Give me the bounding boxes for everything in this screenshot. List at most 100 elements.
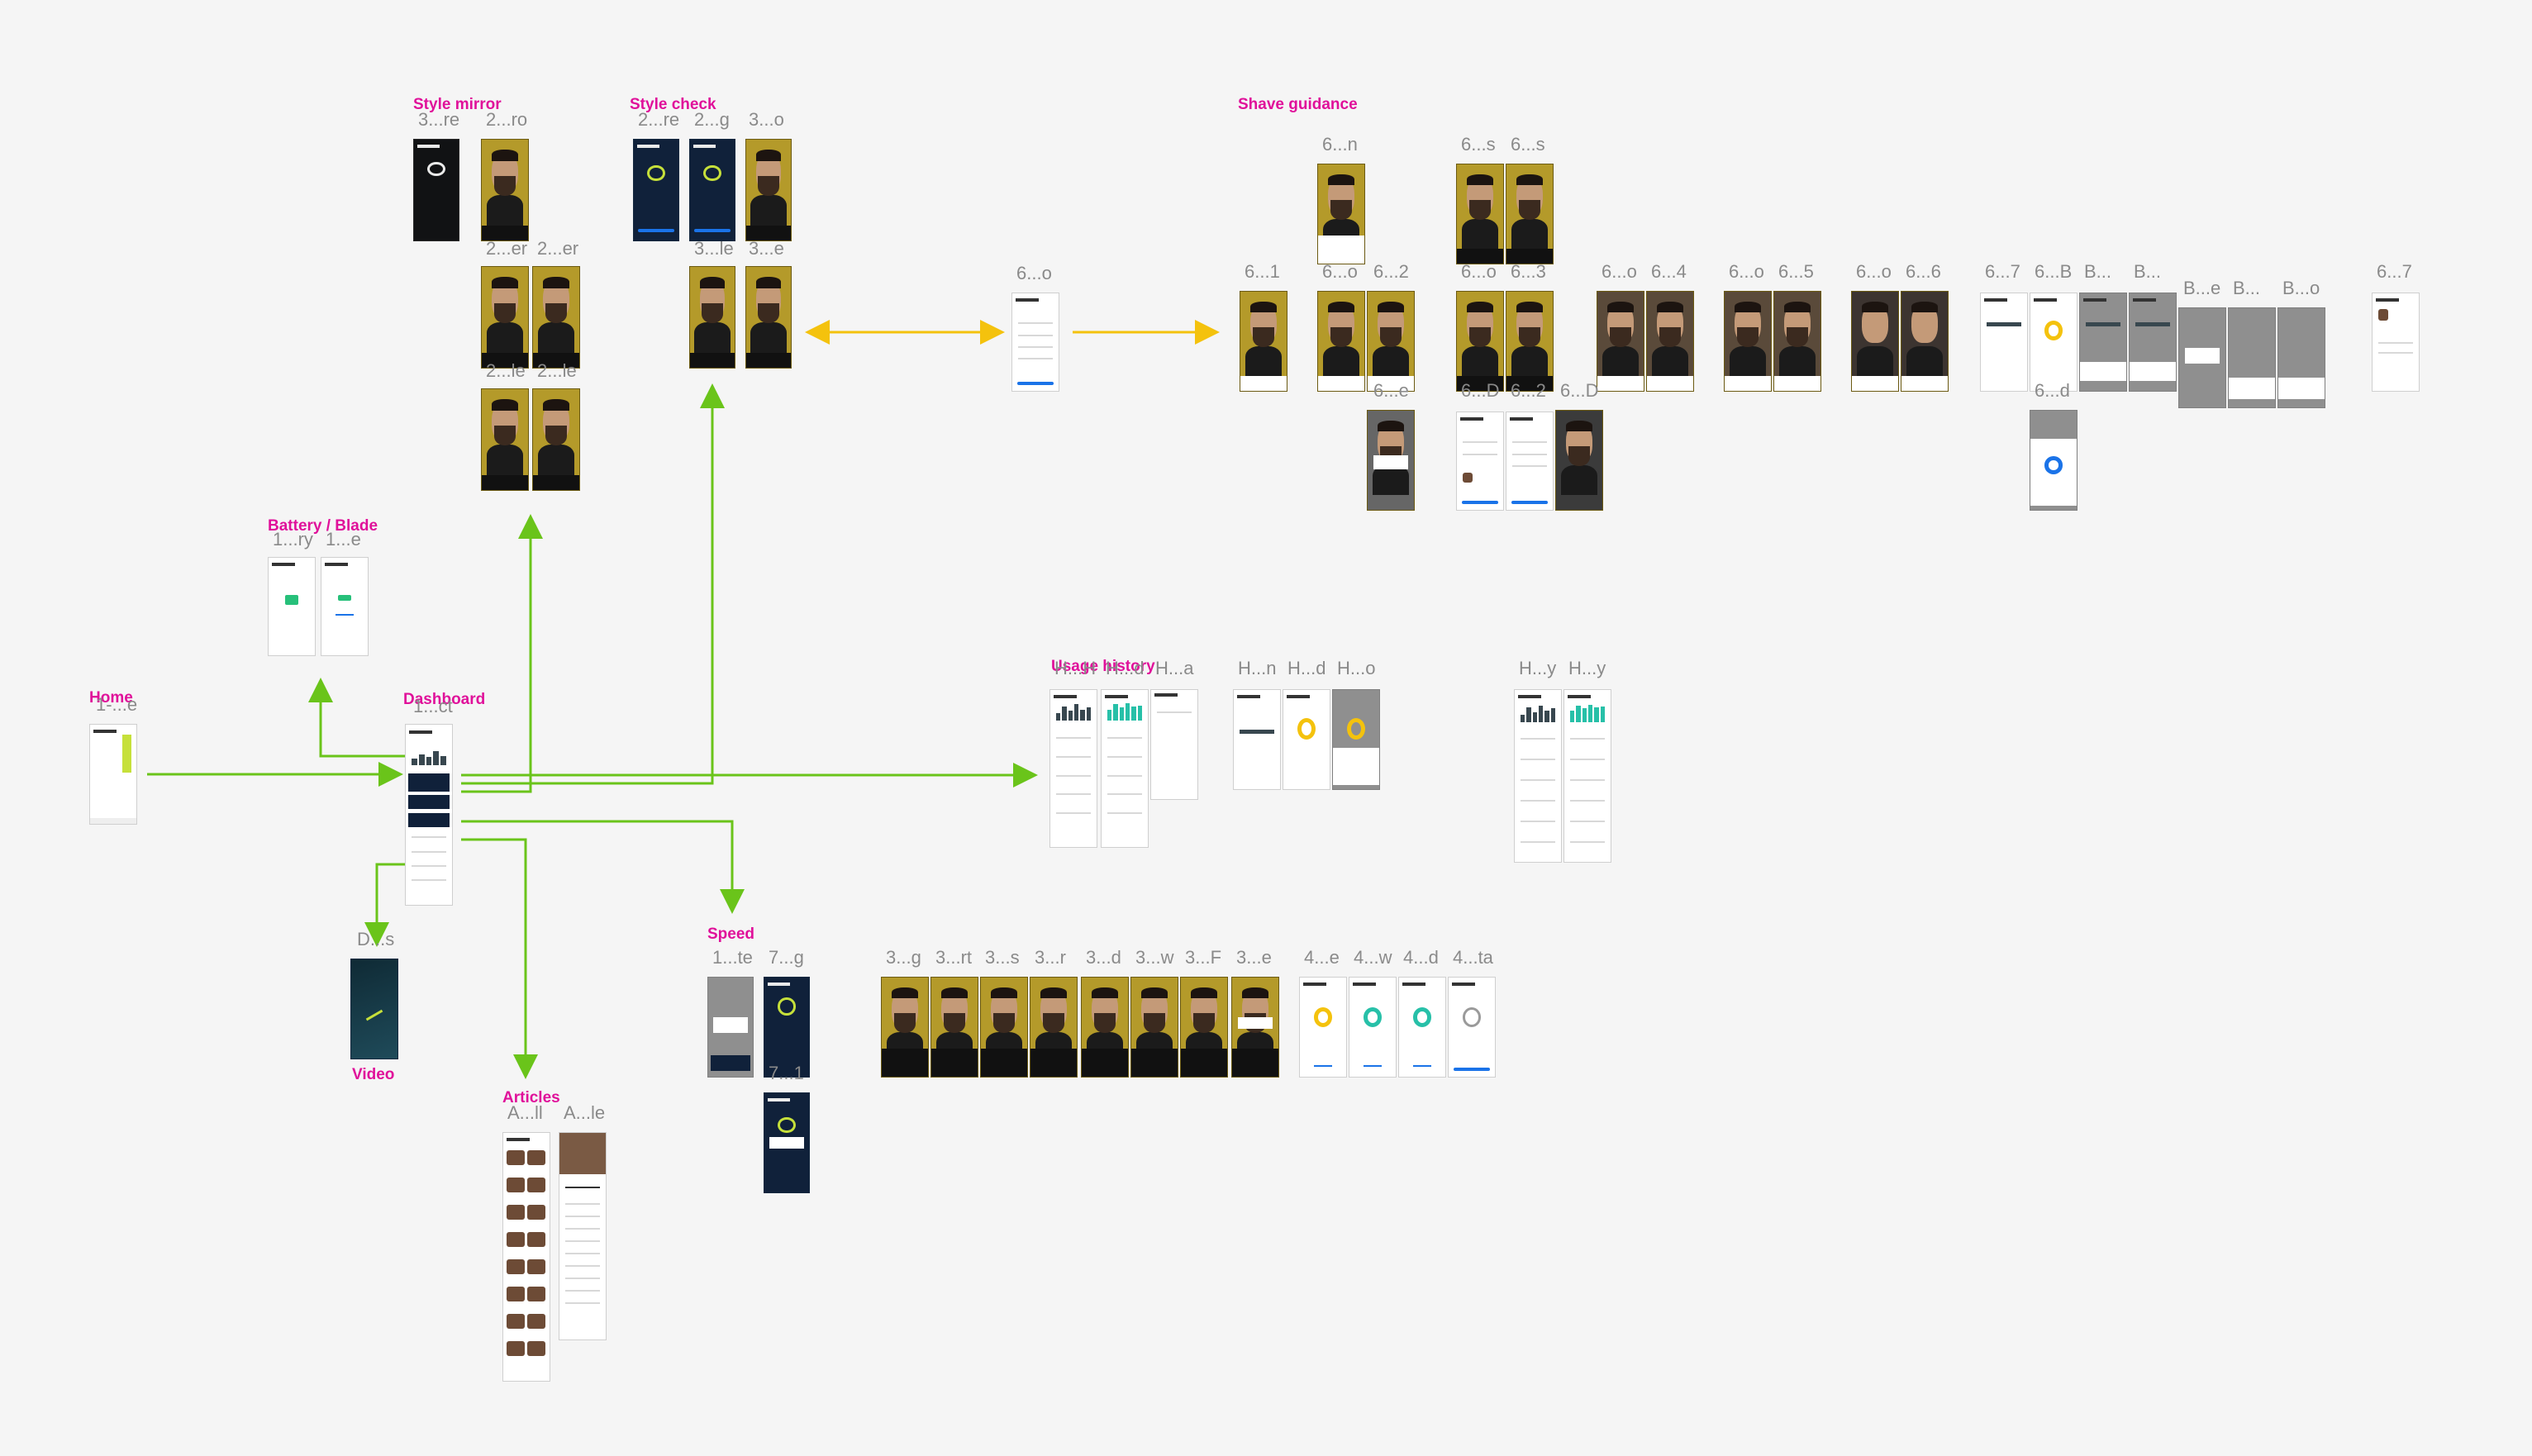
frame-battery-status[interactable] [268,557,316,656]
frame-guidance-done-face[interactable] [1555,410,1603,511]
frame-guidance-step-10[interactable] [1851,291,1899,392]
frame-usage-detail-1[interactable] [1233,689,1281,790]
frame-speed-gauge[interactable] [764,977,810,1078]
frame-speed-face-4[interactable] [1030,977,1078,1078]
frame-speed-face-5[interactable] [1081,977,1129,1078]
frame-article-detail[interactable] [559,1132,607,1340]
frame-speed-face-1[interactable] [881,977,929,1078]
frame-guidance-zones-1[interactable] [1456,164,1504,264]
frame-guidance-modal-3[interactable] [2277,307,2325,408]
frame-usage-detail-2[interactable] [1283,689,1330,790]
frame-usage-year-2[interactable] [1563,689,1611,863]
frame-style-check-face[interactable] [745,139,792,241]
beard-image [1143,1013,1166,1034]
frame-title-strip [409,730,433,734]
frame-style-mirror-beard-3[interactable] [481,388,529,491]
frame-name: 4...ta [1453,947,1493,968]
frame-guidance-step-3[interactable] [1367,291,1415,392]
frame-guidance-step-9[interactable] [1773,291,1821,392]
frame-speed-face-3[interactable] [980,977,1028,1078]
list-row [1156,711,1192,714]
frame-guidance-zones-2[interactable] [1506,164,1554,264]
frame-shave-setup[interactable] [1011,293,1059,392]
option-row [1511,453,1548,455]
frame-style-mirror-face[interactable] [481,139,529,241]
frame-style-check-intro[interactable] [633,139,679,241]
hair-image [492,150,518,161]
modal-card [2184,348,2220,364]
frame-guidance-step-2[interactable] [1317,291,1365,392]
frame-guidance-step-4[interactable] [1456,291,1504,392]
frame-style-check-result-2[interactable] [745,266,792,369]
list-row [411,865,447,868]
beard-image [1568,446,1591,467]
frame-guidance-rating[interactable] [2030,410,2077,511]
frame-guidance-summary-1[interactable] [1980,293,2028,392]
frame-guidance-done-2[interactable] [1506,412,1554,511]
frame-speed-face-8[interactable] [1231,977,1279,1078]
frame-usage-year-1[interactable] [1514,689,1562,863]
battery-icon [285,594,298,605]
list-row [1569,759,1606,761]
frame-speed-result[interactable] [764,1092,810,1193]
frame-guidance-step-5[interactable] [1506,291,1554,392]
frame-guidance-alert[interactable] [1367,410,1415,511]
frame-guidance-done-1[interactable] [1456,412,1504,511]
frame-style-check-guide[interactable] [689,139,735,241]
frame-guidance-step-7[interactable] [1646,291,1694,392]
list-row [1520,841,1556,844]
frame-guidance-step-6[interactable] [1597,291,1644,392]
frame-speed-face-7[interactable] [1180,977,1228,1078]
frame-style-mirror-beard-4[interactable] [532,388,580,491]
frame-speed-result-3[interactable] [1398,977,1446,1078]
article-thumbnail [527,1232,546,1247]
frame-speed-result-4[interactable] [1448,977,1496,1078]
frame-guidance-summary-4[interactable] [2129,293,2177,392]
frame-speed-result-2[interactable] [1349,977,1397,1078]
frame-style-mirror-intro[interactable] [413,139,459,241]
frame-guidance-step-11[interactable] [1901,291,1949,392]
frame-dashboard[interactable] [405,724,453,906]
frame-articles-list[interactable] [502,1132,550,1382]
frame-blade-status[interactable] [321,557,369,656]
frame-usage-history-2[interactable] [1101,689,1149,848]
frame-speed-result-1[interactable] [1299,977,1347,1078]
frame-usage-history-3[interactable] [1150,689,1198,800]
frame-usage-detail-3[interactable] [1332,689,1380,790]
frame-home[interactable] [89,724,137,825]
frame-name: 6...d [2035,380,2070,401]
frame-name: 3...w [1135,947,1174,968]
frame-guidance-intro[interactable] [1317,164,1365,264]
speed-indicator [1131,1049,1178,1077]
frame-video[interactable] [350,959,398,1059]
frame-speed-face-2[interactable] [930,977,978,1078]
frame-guidance-modal-2[interactable] [2228,307,2276,408]
frame-guidance-step-1[interactable] [1240,291,1287,392]
list-row [1055,774,1092,777]
hair-image [699,277,726,288]
device-icon [703,164,721,182]
frame-name: 3...e [749,238,784,259]
frame-title-strip [1287,695,1311,698]
frame-guidance-step-8[interactable] [1724,291,1772,392]
frame-title-strip [637,145,660,149]
frame-style-check-result-1[interactable] [689,266,735,369]
speed-indicator [882,1049,928,1077]
frame-guidance-profile[interactable] [2372,293,2420,392]
frame-guidance-summary-3[interactable] [2079,293,2127,392]
person-image [1461,219,1499,249]
frame-style-mirror-beard-2[interactable] [532,266,580,369]
beard-image [1379,327,1402,348]
frame-guidance-summary-2[interactable] [2030,293,2077,392]
hair-image [543,399,569,411]
frame-guidance-modal-1[interactable] [2178,307,2226,408]
frame-speed-intro[interactable] [707,977,754,1078]
frame-usage-history-1[interactable] [1049,689,1097,848]
person-image [1372,465,1410,495]
hair-image [1092,987,1118,999]
zone-carousel [1506,249,1553,264]
frame-style-mirror-beard-1[interactable] [481,266,529,369]
info-card [1368,376,1414,391]
frame-speed-face-6[interactable] [1130,977,1178,1078]
